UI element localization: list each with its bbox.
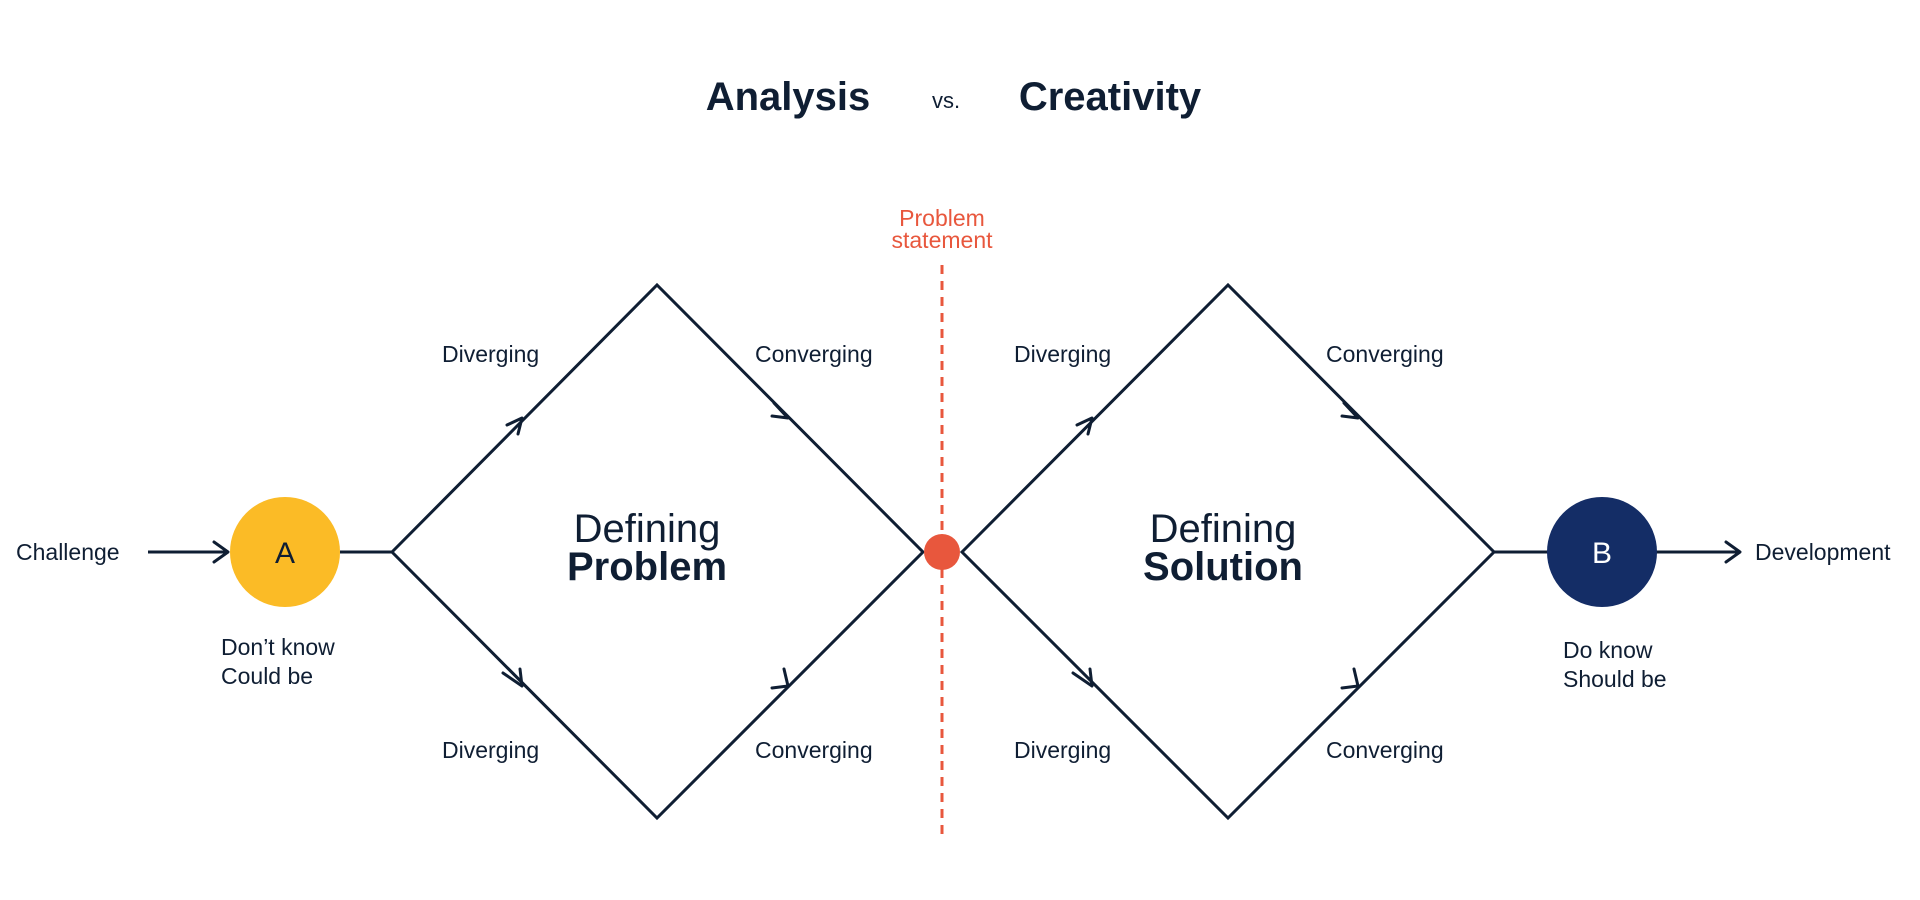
diamond-solution-title-line2: Solution [1143, 545, 1303, 589]
d1-label-top-right: Converging [755, 341, 873, 367]
arrow-d1-diverging-top [505, 416, 524, 436]
d2-label-top-right: Converging [1326, 341, 1444, 367]
d2-label-top-left: Diverging [1014, 341, 1111, 367]
title-analysis: Analysis [706, 75, 871, 119]
diamond-problem [389, 282, 926, 821]
node-a [230, 497, 340, 607]
d1-label-bottom-left: Diverging [442, 737, 539, 763]
arrow-d2-diverging-bottom [1071, 667, 1094, 688]
arrow-d1-diverging-bottom [501, 667, 524, 688]
development-label: Development [1755, 539, 1891, 565]
problem-statement-dot [924, 534, 960, 570]
arrow-d1-converging-bottom [770, 667, 790, 690]
problem-statement-label-line2: statement [892, 227, 994, 253]
d1-label-bottom-right: Converging [755, 737, 873, 763]
challenge-arrowhead [212, 540, 230, 564]
end-caption-line2: Should be [1563, 666, 1667, 692]
start-caption-line1: Don’t know [221, 634, 335, 660]
arrow-d2-converging-top [1340, 401, 1360, 420]
title-creativity: Creativity [1019, 75, 1202, 119]
end-caption-line1: Do know [1563, 637, 1653, 663]
title-separator: vs. [932, 88, 960, 113]
challenge-label: Challenge [16, 539, 120, 565]
edge-arrowheads [501, 401, 1360, 690]
node-a-letter: A [275, 537, 295, 570]
diamond-solution-title-line1: Defining [1150, 507, 1297, 551]
d2-label-bottom-left: Diverging [1014, 737, 1111, 763]
title-group: Analysis vs. Creativity [706, 75, 1202, 119]
node-b [1547, 497, 1657, 607]
start-caption-line2: Could be [221, 663, 313, 689]
diamond-problem-title-line2: Problem [567, 545, 727, 589]
diamond-problem-title-line1: Defining [574, 507, 721, 551]
d2-label-bottom-right: Converging [1326, 737, 1444, 763]
problem-statement-label-line1: Problem [899, 205, 985, 231]
node-b-letter: B [1592, 537, 1612, 570]
arrow-d2-converging-bottom [1340, 667, 1360, 690]
d1-label-top-left: Diverging [442, 341, 539, 367]
arrow-d1-converging-top [770, 401, 790, 420]
arrow-d2-diverging-top [1075, 416, 1094, 436]
development-arrowhead [1724, 540, 1742, 564]
flow-lines [148, 540, 1742, 564]
